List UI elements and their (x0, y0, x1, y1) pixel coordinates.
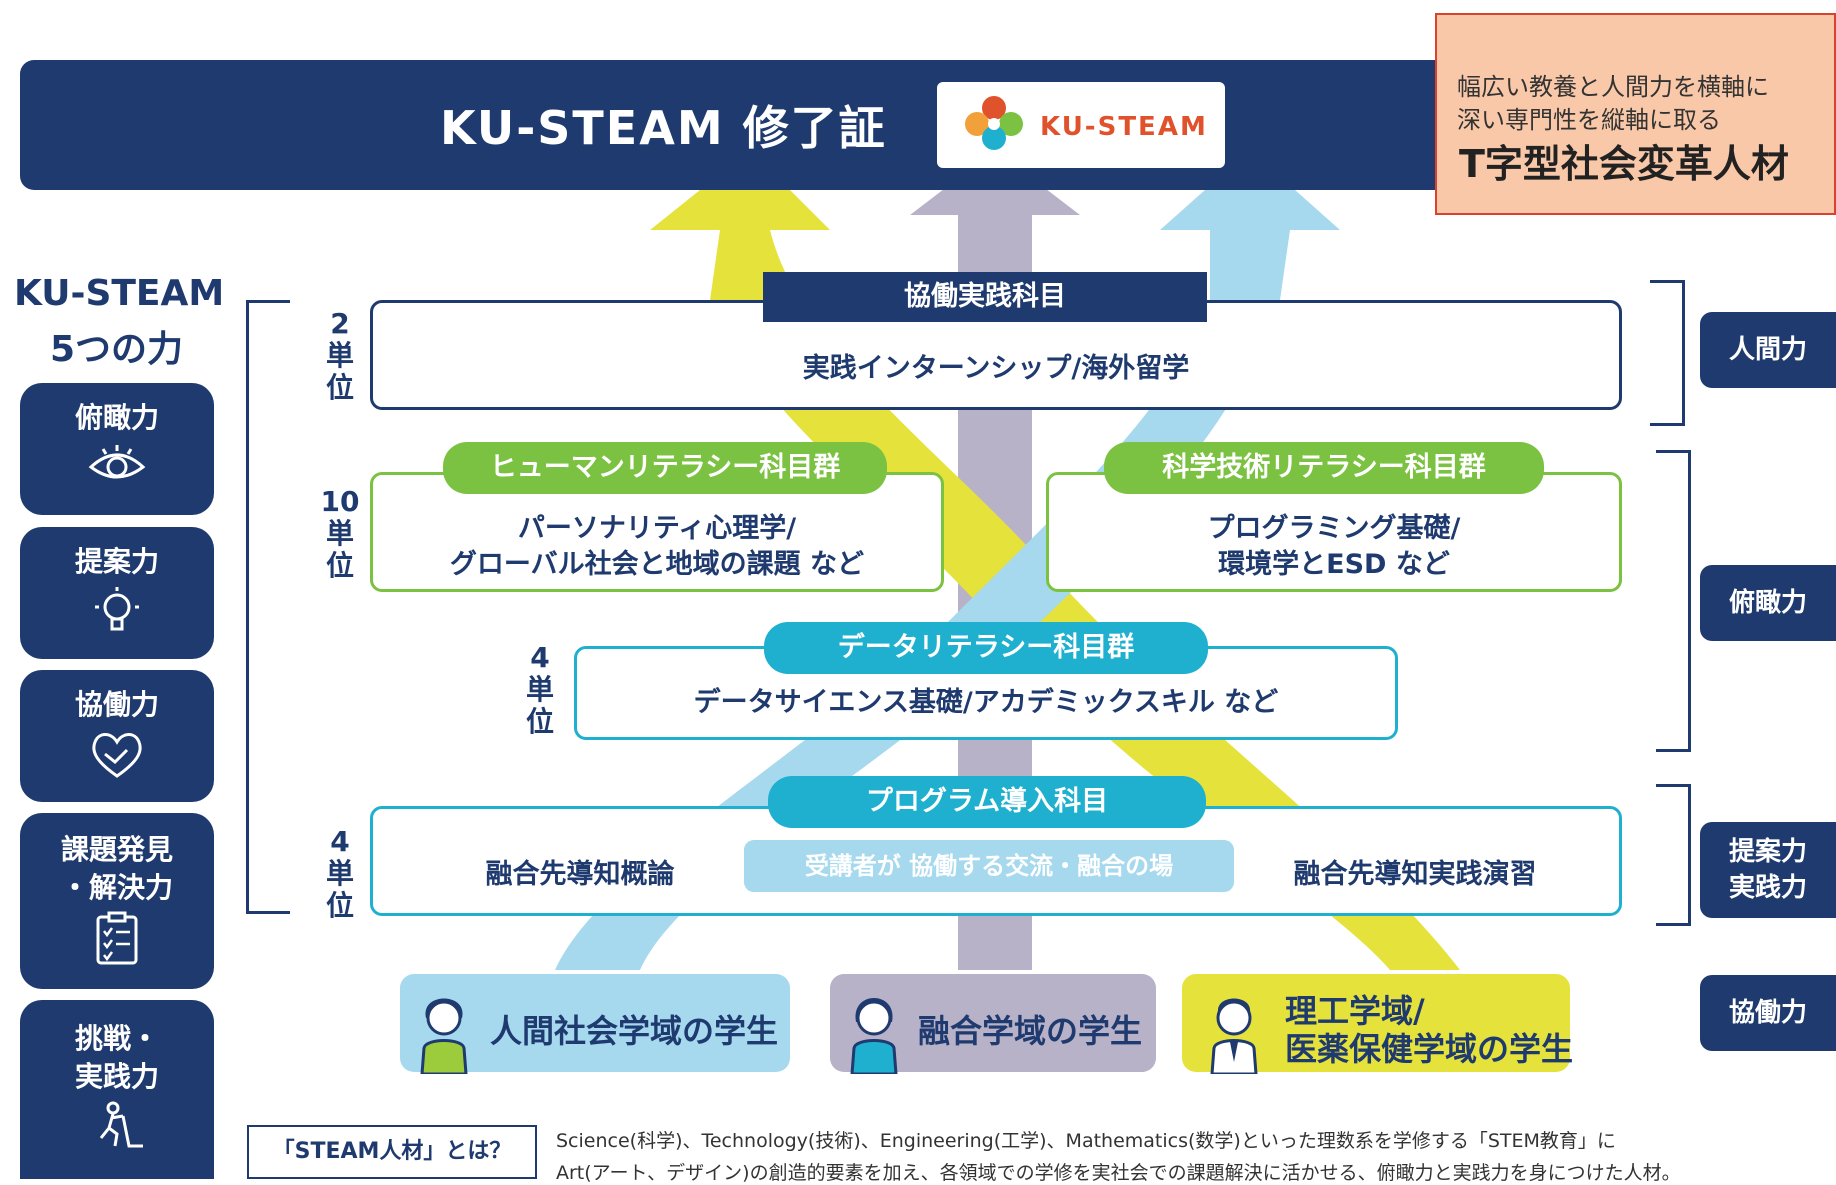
units-number: 10 (320, 485, 360, 518)
student-science-label-1: 理工学域/ (1285, 992, 1425, 1030)
units-char: 位 (325, 371, 354, 404)
right-label-line-1: 提案力 (1728, 837, 1807, 867)
eye-icon (88, 445, 146, 479)
human-literacy-text-2: グローバル社会と地域の課題 など (449, 549, 865, 580)
units-char: 単 (525, 673, 554, 706)
sidebar-title: KU-STEAM (14, 273, 225, 314)
units-char: 単 (325, 339, 354, 372)
data-literacy-title: データリテラシー科目群 (764, 622, 1208, 674)
units-number: 4 (530, 641, 550, 674)
right-label-fukan: 俯瞰力 (1700, 565, 1836, 641)
t-shape-line-2: 深い専門性を縦軸に取る (1457, 106, 1721, 134)
intro-course-title: プログラム導入科目 (768, 776, 1206, 828)
steam-definition-heading: 「STEAM人材」とは？ (247, 1125, 537, 1179)
data-literacy-text: データサイエンス基礎/アカデミックスキル など (693, 687, 1279, 718)
intro-right-text: 融合先導知実践演習 (1293, 859, 1537, 890)
science-literacy-text-2: 環境学とESD など (1218, 549, 1450, 580)
t-shape-title: T字型社会変革人材 (1459, 142, 1789, 186)
kyodo-course-text: 実践インターンシップ/海外留学 (802, 353, 1190, 384)
units-char: 単 (325, 857, 354, 890)
units-char: 位 (525, 705, 554, 738)
brace-teian (1656, 784, 1691, 926)
right-label-ningen: 人間力 (1700, 312, 1836, 388)
power-teian: 提案力 (20, 527, 214, 659)
kyodo-course-title: 協働実践科目 (763, 272, 1207, 322)
science-literacy-text-1: プログラミング基礎/ (1207, 513, 1461, 544)
units-literacy: 10 単 位 (320, 486, 360, 582)
t-shape-line-1: 幅広い教養と人間力を横軸に (1457, 73, 1769, 101)
header-bar (20, 60, 1620, 190)
brace-fukan (1656, 450, 1691, 752)
lightbulb-icon (95, 587, 139, 631)
power-fukan: 俯瞰力 (20, 383, 214, 515)
right-label-teian: 提案力 実践力 (1700, 822, 1836, 918)
logo-text: KU-STEAM (1040, 112, 1208, 142)
units-char: 位 (325, 889, 354, 922)
power-kyodo: 協働力 (20, 670, 214, 802)
units-intro: 4 単 位 (320, 826, 360, 922)
units-char: 位 (325, 549, 354, 582)
climber-icon (99, 1101, 143, 1148)
student-fusion-label: 融合学域の学生 (918, 1012, 1143, 1050)
clipboard-checklist-icon (96, 911, 138, 965)
logo-mark-icon (965, 96, 1023, 150)
student-person-icon (1210, 998, 1258, 1074)
logo (937, 82, 1225, 168)
right-label-line-2: 実践力 (1728, 873, 1807, 903)
science-literacy-title: 科学技術リテラシー科目群 (1104, 442, 1544, 494)
units-number: 2 (330, 307, 350, 340)
power-label: 提案力 (74, 545, 159, 578)
t-shape-callout: 幅広い教養と人間力を横軸に 深い専門性を縦軸に取る T字型社会変革人材 (1435, 13, 1836, 215)
power-label: 俯瞰力 (74, 401, 159, 434)
power-kadai: 課題発見 ・解決力 (20, 813, 214, 989)
units-data: 4 単 位 (520, 642, 560, 738)
power-label-1: 挑戦・ (74, 1022, 159, 1055)
right-label-kyodo: 協働力 (1700, 975, 1836, 1051)
exchange-place-label: 受講者が 協働する交流・融合の場 (744, 840, 1234, 892)
units-char: 単 (325, 517, 354, 550)
student-social-label: 人間社会学域の学生 (490, 1012, 779, 1050)
human-literacy-text-1: パーソナリティ心理学/ (517, 513, 797, 544)
student-person-icon (420, 998, 468, 1074)
power-label-2: ・解決力 (60, 871, 173, 904)
units-kyodo: 2 単 位 (320, 308, 360, 404)
power-label: 協働力 (74, 688, 159, 721)
steam-definition-line-2: Art(アート、デザイン)の創造的要素を加え、各領域での学修を実社会での課題解決… (556, 1162, 1681, 1184)
units-bracket (246, 300, 290, 914)
brace-ningen (1650, 280, 1685, 426)
page-title: KU-STEAM 修了証 (440, 101, 887, 155)
human-literacy-title: ヒューマンリテラシー科目群 (443, 442, 887, 494)
intro-left-text: 融合先導知概論 (485, 859, 675, 890)
units-number: 4 (330, 825, 350, 858)
power-label-2: 実践力 (74, 1060, 159, 1093)
handshake-heart-icon (92, 733, 142, 778)
steam-definition-line-1: Science(科学)、Technology(技術)、Engineering(工… (556, 1130, 1616, 1152)
student-person-icon (850, 998, 898, 1074)
student-science-label-2: 医薬保健学域の学生 (1285, 1030, 1574, 1068)
sidebar-subtitle: 5つの力 (50, 329, 184, 370)
power-chosen: 挑戦・ 実践力 (20, 1000, 214, 1179)
power-label-1: 課題発見 (60, 833, 173, 866)
